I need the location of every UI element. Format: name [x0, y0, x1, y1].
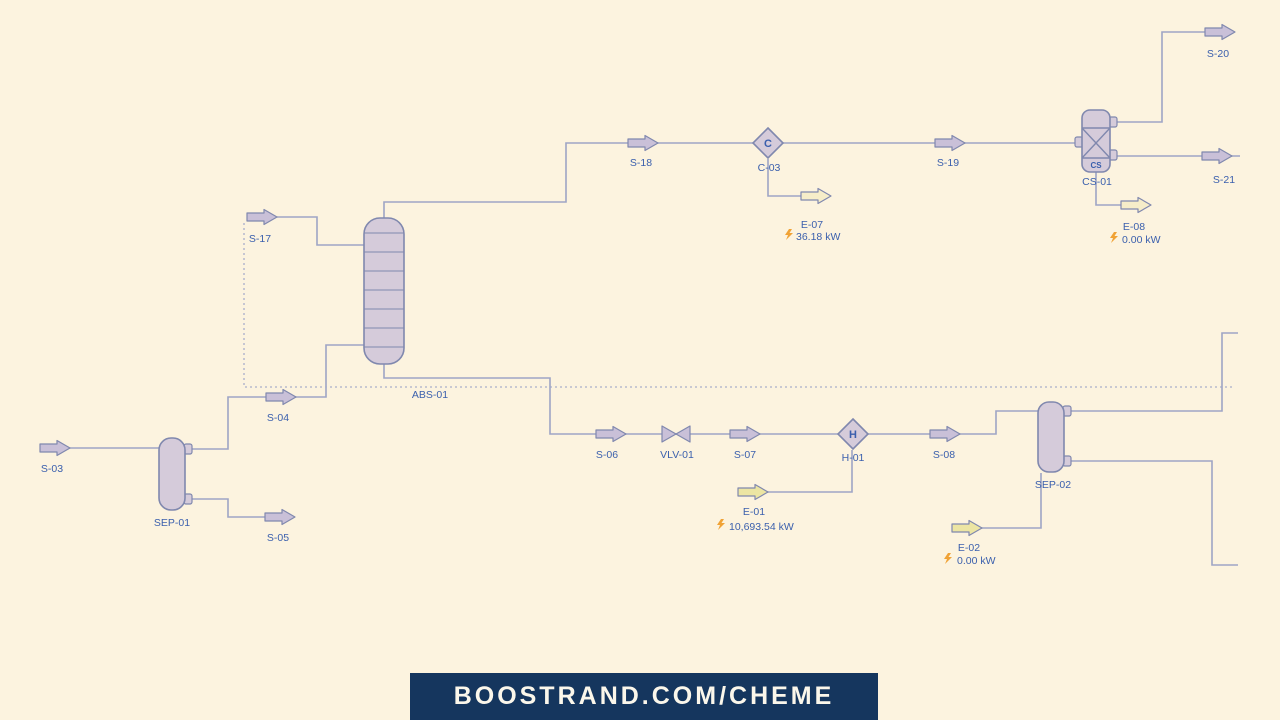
stream-arrow-s08[interactable] [929, 425, 961, 443]
heater-h01[interactable]: H [836, 417, 870, 451]
overhead-line-s18-s19[interactable] [383, 142, 1076, 218]
stream-label-s05: S-05 [267, 532, 289, 544]
energy-line-e07[interactable] [767, 159, 801, 197]
watermark-text: BOOSTRAND.COM/CHEME [453, 682, 835, 710]
energy-duty-e08: 0.00 kW [1122, 234, 1161, 246]
stream-label-s03: S-03 [41, 463, 63, 475]
stream-arrow-s18[interactable] [627, 134, 659, 152]
compressor-symbol: C [764, 138, 772, 150]
stream-arrow-s20[interactable] [1204, 23, 1236, 41]
stream-arrow-s21[interactable] [1201, 147, 1233, 165]
stream-label-s18: S-18 [630, 157, 652, 169]
energy-arrow-e01[interactable] [737, 483, 769, 501]
stream-arrow-s06[interactable] [595, 425, 627, 443]
heater-symbol: H [849, 429, 857, 441]
energy-label-e07: E-07 [801, 219, 823, 231]
stream-line-s05[interactable] [192, 498, 268, 518]
energy-line-e01[interactable] [766, 450, 853, 493]
lightning-icon [785, 229, 793, 240]
stream-label-s17: S-17 [249, 233, 271, 245]
stream-label-s20: S-20 [1207, 48, 1229, 60]
energy-label-e08: E-08 [1123, 221, 1145, 233]
energy-arrow-e07[interactable] [800, 187, 832, 205]
energy-label-e01: E-01 [743, 506, 765, 518]
stream-label-s08: S-08 [933, 449, 955, 461]
stream-arrow-s17[interactable] [246, 208, 278, 226]
energy-line-e02[interactable] [980, 473, 1042, 529]
bottoms-line-s06-s08[interactable] [383, 363, 1038, 435]
stream-label-s07: S-07 [734, 449, 756, 461]
lightning-icon [1110, 232, 1118, 243]
lightning-icon [944, 553, 952, 564]
absorber-abs01[interactable] [363, 217, 405, 365]
splitter-symbol: CS [1090, 161, 1102, 170]
equipment-label-h01: H-01 [842, 452, 865, 464]
energy-duty-e02: 0.00 kW [957, 555, 996, 567]
lightning-icon [717, 519, 725, 530]
separator-sep02[interactable] [1037, 401, 1072, 473]
equipment-label-vlv01: VLV-01 [660, 449, 694, 461]
stream-line-s20[interactable] [1116, 31, 1206, 123]
energy-label-e02: E-02 [958, 542, 980, 554]
watermark-banner: BOOSTRAND.COM/CHEME [410, 673, 878, 720]
stream-label-s04: S-04 [267, 412, 289, 424]
stream-label-s06: S-06 [596, 449, 618, 461]
sep02-vapor-line[interactable] [1070, 332, 1238, 412]
equipment-label-sep01: SEP-01 [154, 517, 190, 529]
valve-vlv01[interactable] [661, 425, 691, 443]
energy-arrow-e08[interactable] [1120, 196, 1152, 214]
stream-arrow-s19[interactable] [934, 134, 966, 152]
stream-line-s17[interactable] [277, 216, 364, 246]
equipment-label-sep02: SEP-02 [1035, 479, 1071, 491]
sep02-liquid-line[interactable] [1070, 460, 1238, 566]
equipment-label-abs01: ABS-01 [412, 389, 448, 401]
stream-arrow-s04[interactable] [265, 388, 297, 406]
equipment-label-c03: C-03 [758, 162, 781, 174]
energy-duty-e01: 10,693.54 kW [729, 521, 794, 533]
stream-arrow-s07[interactable] [729, 425, 761, 443]
energy-line-e08[interactable] [1095, 172, 1121, 206]
energy-duty-e07: 36.18 kW [796, 231, 840, 243]
compressor-c03[interactable]: C [751, 126, 785, 160]
energy-arrow-e02[interactable] [951, 519, 983, 537]
component-splitter-cs01[interactable]: CS [1074, 109, 1118, 173]
equipment-label-cs01: CS-01 [1082, 176, 1112, 188]
stream-label-s19: S-19 [937, 157, 959, 169]
stream-label-s21: S-21 [1213, 174, 1235, 186]
stream-arrow-s03[interactable] [39, 439, 71, 457]
separator-sep01[interactable] [158, 437, 193, 511]
stream-arrow-s05[interactable] [264, 508, 296, 526]
